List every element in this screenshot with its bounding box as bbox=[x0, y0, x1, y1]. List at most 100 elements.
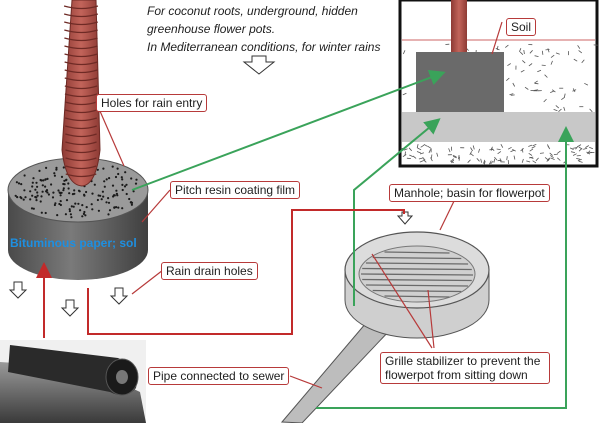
caption-line-1: For coconut roots, underground, hidden bbox=[147, 4, 358, 18]
rain-hole bbox=[68, 208, 71, 211]
rain-hole bbox=[16, 196, 19, 199]
rain-hole bbox=[102, 167, 105, 170]
soil-speck bbox=[578, 160, 583, 163]
rain-hole bbox=[44, 211, 47, 215]
drain-arrow bbox=[8, 55, 414, 317]
soil-speck bbox=[494, 156, 498, 161]
soil-speck bbox=[528, 63, 533, 67]
rain-hole bbox=[40, 211, 43, 214]
manhole-basin bbox=[280, 231, 490, 423]
soil-speck bbox=[506, 156, 508, 161]
soil-speck bbox=[589, 108, 593, 113]
soil-speck bbox=[550, 155, 554, 159]
rain-hole bbox=[91, 192, 94, 195]
callout-leaders bbox=[95, 21, 503, 389]
soil-speck bbox=[490, 146, 493, 151]
rain-hole bbox=[135, 178, 138, 181]
rain-hole bbox=[38, 169, 41, 172]
trunk-ring bbox=[64, 37, 98, 42]
soil-speck bbox=[495, 48, 500, 51]
rain-hole bbox=[82, 212, 85, 215]
rain-hole bbox=[17, 182, 21, 185]
rain-hole bbox=[115, 189, 118, 192]
soil-speck bbox=[547, 157, 551, 162]
rain-hole bbox=[116, 167, 119, 170]
soil-speck bbox=[519, 51, 524, 55]
soil-speck bbox=[417, 147, 422, 151]
soil-speck bbox=[577, 45, 581, 49]
rain-hole bbox=[96, 198, 99, 202]
soil-speck bbox=[544, 157, 549, 161]
rain-hole bbox=[120, 176, 123, 179]
soil-speck bbox=[505, 44, 509, 48]
grille-bar bbox=[384, 295, 450, 298]
rain-hole bbox=[81, 215, 84, 218]
soil-speck bbox=[506, 77, 510, 81]
soil-speck bbox=[418, 157, 423, 160]
red-arrows bbox=[36, 209, 405, 338]
trunk-ring bbox=[65, 157, 97, 162]
soil-speck bbox=[416, 144, 419, 149]
rain-hole bbox=[29, 198, 32, 201]
rain-hole bbox=[72, 205, 75, 208]
soil-speck bbox=[467, 159, 471, 163]
rain-hole bbox=[44, 178, 47, 181]
rain-hole bbox=[91, 208, 94, 211]
soil-speck bbox=[509, 93, 514, 96]
trunk-ring bbox=[64, 53, 98, 58]
soil-speck bbox=[583, 147, 588, 150]
trunk-ring bbox=[64, 109, 98, 114]
rain-hole bbox=[46, 177, 49, 180]
rain-hole bbox=[73, 189, 76, 192]
rain-hole bbox=[57, 189, 60, 192]
soil-speck bbox=[585, 145, 590, 148]
grille-bar bbox=[365, 284, 469, 287]
soil-speck bbox=[430, 157, 433, 162]
rain-hole bbox=[132, 190, 135, 193]
soil-speck bbox=[578, 50, 583, 54]
rain-hole bbox=[45, 166, 48, 169]
rain-hole bbox=[45, 190, 48, 193]
rain-hole bbox=[117, 206, 120, 209]
rain-hole bbox=[51, 196, 55, 199]
soil-speck bbox=[577, 158, 582, 162]
rain-hole bbox=[128, 197, 131, 201]
caption-line-2: greenhouse flower pots. bbox=[147, 22, 276, 36]
rain-hole bbox=[36, 191, 39, 194]
trunk-ring bbox=[65, 125, 97, 130]
soil-speck bbox=[448, 148, 451, 153]
soil-speck bbox=[523, 49, 525, 55]
rain-hole bbox=[81, 204, 84, 207]
soil-speck bbox=[563, 106, 566, 111]
soil-speck bbox=[534, 80, 538, 84]
soil-speck bbox=[572, 89, 577, 92]
trunk-ring bbox=[65, 133, 97, 138]
soil-speck bbox=[550, 54, 555, 58]
rain-hole bbox=[69, 213, 72, 216]
soil-speck bbox=[483, 160, 486, 166]
rain-hole bbox=[53, 172, 56, 175]
soil-speck bbox=[576, 158, 581, 160]
grille-label-line-2: flowerpot from sitting down bbox=[385, 368, 528, 382]
rain-hole bbox=[35, 181, 38, 184]
trunk-rings bbox=[63, 5, 99, 178]
soil-speck bbox=[416, 151, 421, 154]
grille-bar bbox=[365, 262, 469, 265]
rain-hole bbox=[32, 177, 35, 180]
rain-hole bbox=[111, 184, 115, 187]
soil-speck bbox=[496, 148, 501, 150]
soil-speck bbox=[458, 155, 460, 160]
soil-speck bbox=[539, 152, 544, 154]
rain-hole bbox=[36, 194, 39, 197]
rain-hole bbox=[100, 198, 103, 201]
rain-hole bbox=[112, 194, 116, 197]
rain-hole bbox=[108, 209, 112, 212]
trunk-ring bbox=[64, 29, 98, 34]
soil-speck bbox=[573, 58, 578, 62]
soil-speck bbox=[532, 144, 537, 147]
caption-line-3: In Mediterranean conditions, for winter … bbox=[147, 40, 381, 54]
soil-speck bbox=[570, 151, 575, 153]
trunk-ring bbox=[65, 141, 97, 146]
soil-speck bbox=[451, 159, 455, 164]
rain-hole bbox=[14, 194, 17, 197]
